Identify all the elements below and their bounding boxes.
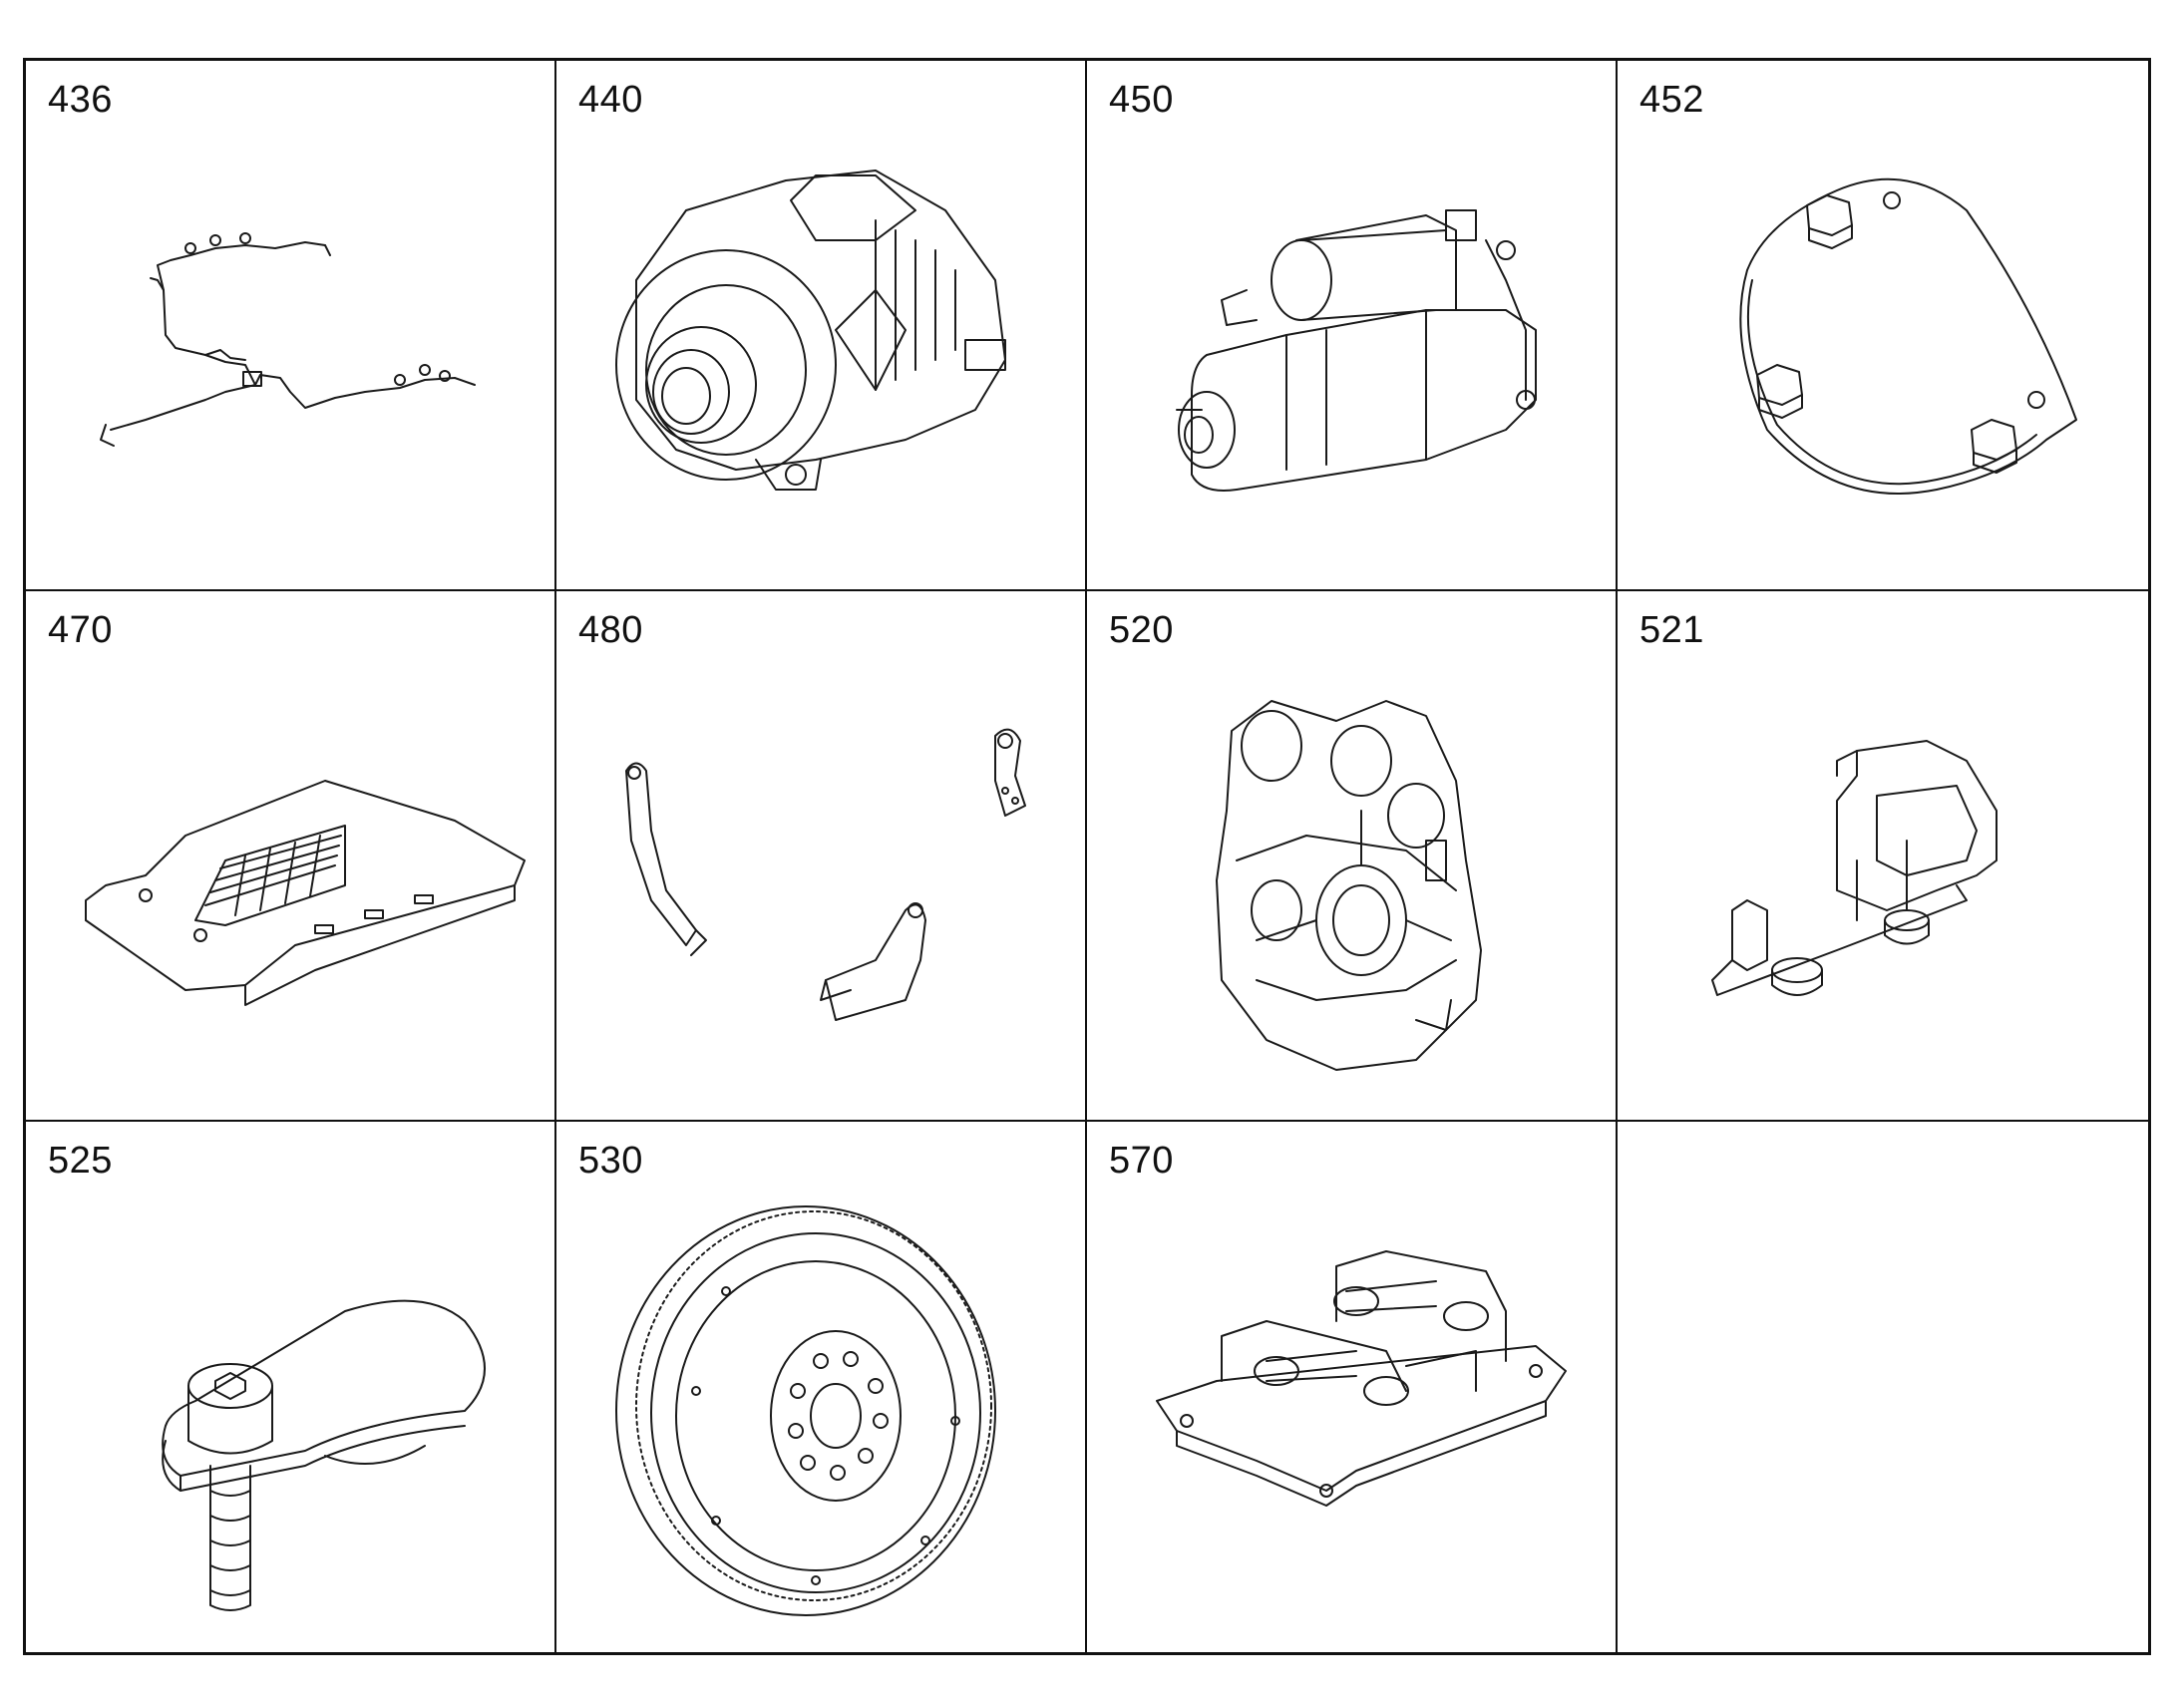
part-cell-450[interactable]: 450 (1087, 61, 1618, 591)
part-number-label: 450 (1109, 79, 1174, 121)
part-cell-525[interactable]: 525 (26, 1122, 556, 1652)
part-cell-440[interactable]: 440 (556, 61, 1087, 591)
flywheel-icon (576, 1192, 1065, 1630)
part-cell-452[interactable]: 452 (1618, 61, 2148, 591)
tensioner-arm-icon (46, 1192, 535, 1630)
starter-motor-icon (1107, 131, 1596, 569)
part-cell-530[interactable]: 530 (556, 1122, 1087, 1652)
part-cell-570[interactable]: 570 (1087, 1122, 1618, 1652)
part-number-label: 570 (1109, 1140, 1174, 1182)
part-number-label: 436 (48, 79, 113, 121)
part-number-label: 525 (48, 1140, 113, 1182)
injector-block-icon (1107, 1192, 1596, 1630)
part-cell-470[interactable]: 470 (26, 591, 556, 1122)
part-cell-436[interactable]: 436 (26, 61, 556, 591)
part-number-label: 470 (48, 609, 113, 651)
wiring-harness-icon (46, 131, 535, 569)
brackets-icon (576, 661, 1065, 1100)
part-number-label: 530 (578, 1140, 643, 1182)
parts-grid: 436 440 (23, 58, 2151, 1655)
flywheel-housing-icon (1107, 661, 1596, 1100)
empty-cell (1618, 1122, 2148, 1652)
part-number-label: 521 (1639, 609, 1704, 651)
cover-plate-icon (1637, 131, 2126, 569)
heat-shield-icon (46, 661, 535, 1100)
alternator-icon (576, 131, 1065, 569)
part-cell-521[interactable]: 521 (1618, 591, 2148, 1122)
part-number-label: 520 (1109, 609, 1174, 651)
part-number-label: 480 (578, 609, 643, 651)
part-number-label: 452 (1639, 79, 1704, 121)
mounting-bracket-icon (1637, 661, 2126, 1100)
part-number-label: 440 (578, 79, 643, 121)
part-cell-520[interactable]: 520 (1087, 591, 1618, 1122)
part-cell-480[interactable]: 480 (556, 591, 1087, 1122)
